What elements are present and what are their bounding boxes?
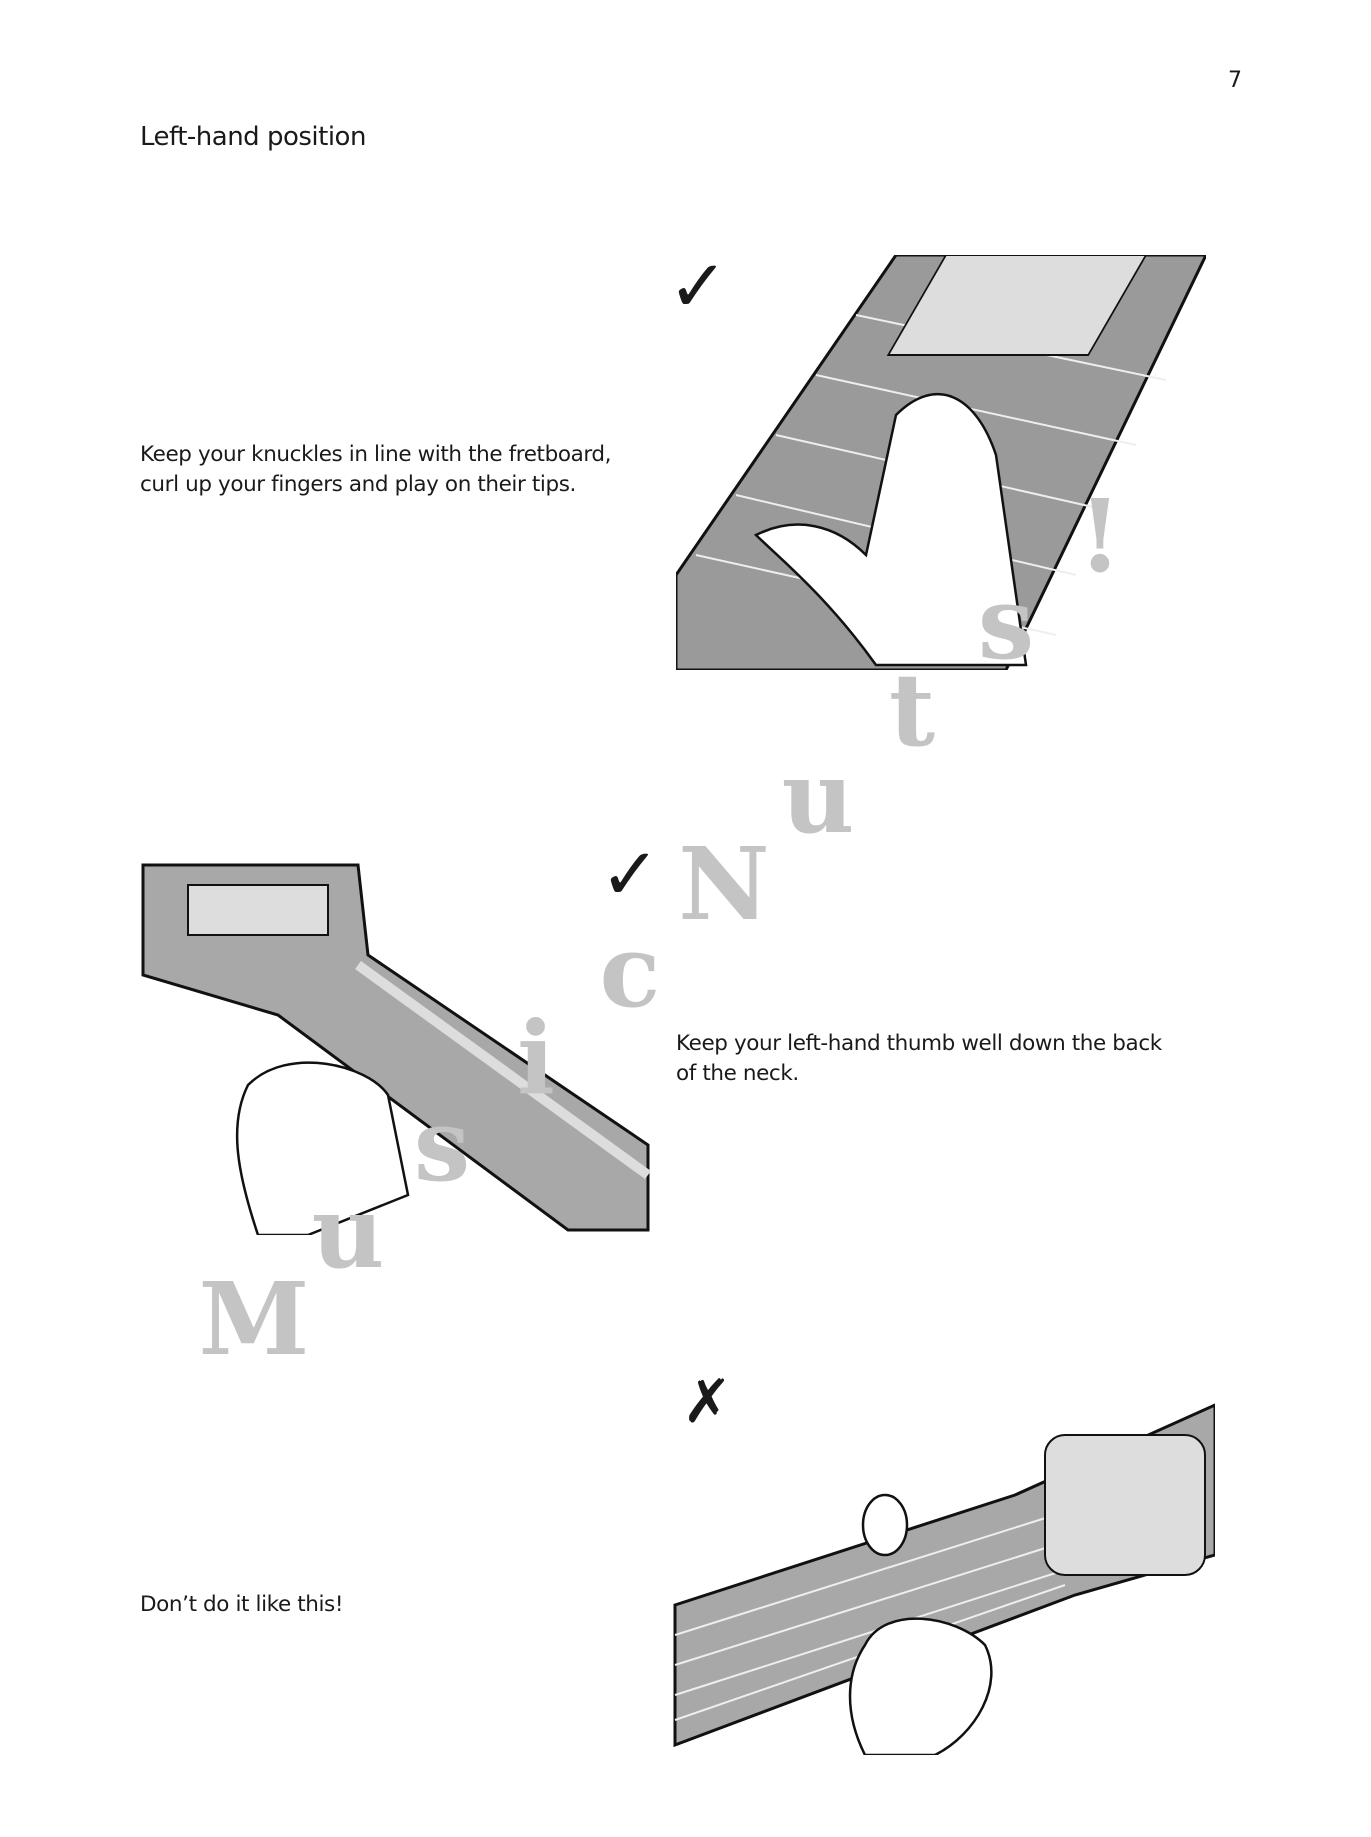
section-1-text: Keep your knuckles in line with the fret… bbox=[140, 440, 612, 500]
page-title: Left-hand position bbox=[140, 122, 366, 152]
thumb-behind-neck-illustration bbox=[141, 863, 651, 1235]
fretboard-knuckles-illustration bbox=[676, 255, 1206, 670]
text-line: of the neck. bbox=[676, 1061, 799, 1086]
watermark-letter: u bbox=[781, 738, 855, 856]
watermark-letter: t bbox=[888, 651, 936, 769]
check-mark-icon: ✓ bbox=[600, 832, 661, 916]
incorrect-hand-illustration bbox=[673, 1403, 1215, 1755]
text-line: Keep your knuckles in line with the fret… bbox=[140, 442, 612, 467]
text-line: Keep your left-hand thumb well down the … bbox=[676, 1031, 1162, 1056]
check-mark-icon: ✓ bbox=[668, 244, 729, 328]
text-line: Don’t do it like this! bbox=[140, 1592, 344, 1617]
section-2-text: Keep your left-hand thumb well down the … bbox=[676, 1029, 1162, 1089]
watermark-letter: N bbox=[678, 825, 770, 943]
watermark-letter: M bbox=[198, 1260, 310, 1378]
section-3-text: Don’t do it like this! bbox=[140, 1590, 343, 1620]
cross-mark-icon: ✗ bbox=[682, 1367, 733, 1437]
page-number: 7 bbox=[1228, 68, 1242, 93]
text-line: curl up your fingers and play on their t… bbox=[140, 472, 576, 497]
